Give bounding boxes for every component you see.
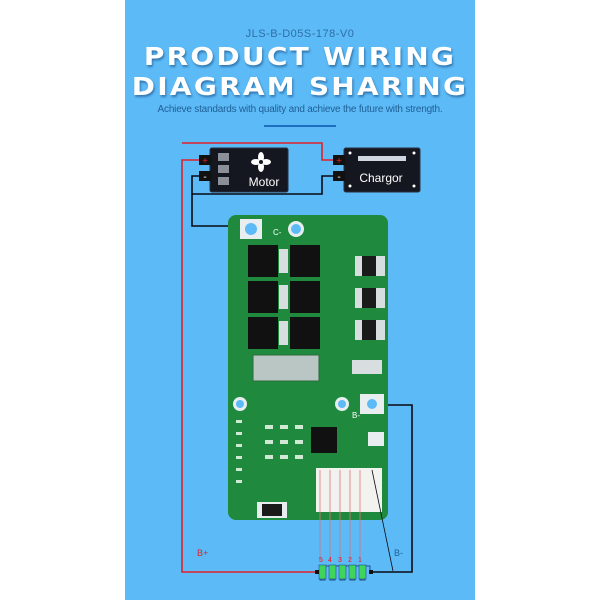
- battery-cell: [358, 564, 367, 580]
- cell-number: 1: [358, 557, 362, 564]
- balance-leads: [319, 470, 361, 562]
- cell-number: 3: [338, 557, 342, 564]
- battery-pack: [315, 564, 373, 581]
- bms-ic-chip: [311, 427, 337, 453]
- charger-minus: -: [337, 172, 340, 183]
- cell-number: 5: [319, 557, 323, 564]
- charger-module: + - Chargor: [333, 147, 421, 193]
- motor-minus: -: [203, 172, 206, 183]
- charger-label: Chargor: [359, 171, 402, 185]
- pcb-b-minus-label: B-: [352, 411, 360, 420]
- battery-cell: [328, 564, 337, 580]
- motor-plus: +: [202, 156, 208, 167]
- subtitle: Achieve standards with quality and achie…: [157, 104, 443, 115]
- cell-number: 4: [328, 557, 332, 564]
- cell-numbers: 5 4 3 2 1: [319, 557, 362, 564]
- positive-wires: [181, 142, 337, 573]
- bms-pcb-board: C- B-: [228, 215, 388, 520]
- pcb-c-minus-label: C-: [273, 228, 282, 237]
- negative-wires: [191, 175, 413, 573]
- charge-level-bar: [358, 156, 406, 161]
- title-underline: [264, 125, 336, 127]
- balance-connector: [316, 468, 382, 512]
- battery-cell: [318, 564, 327, 580]
- b-plus-label: B+: [197, 548, 208, 558]
- motor-module: + - Motor: [199, 147, 289, 193]
- charger-plus: +: [336, 156, 342, 167]
- cell-number: 2: [348, 557, 352, 564]
- b-minus-sense-lead: [371, 469, 394, 572]
- b-minus-label: B-: [394, 548, 403, 558]
- title-line-1: PRODUCT WIRING: [143, 42, 457, 71]
- model-code: JLS-B-D05S-178-V0: [245, 28, 355, 40]
- fan-icon: [251, 152, 271, 172]
- motor-label: Motor: [249, 175, 280, 189]
- battery-cell: [348, 564, 357, 580]
- title-line-2: DIAGRAM SHARING: [131, 72, 469, 101]
- battery-cell: [338, 564, 347, 580]
